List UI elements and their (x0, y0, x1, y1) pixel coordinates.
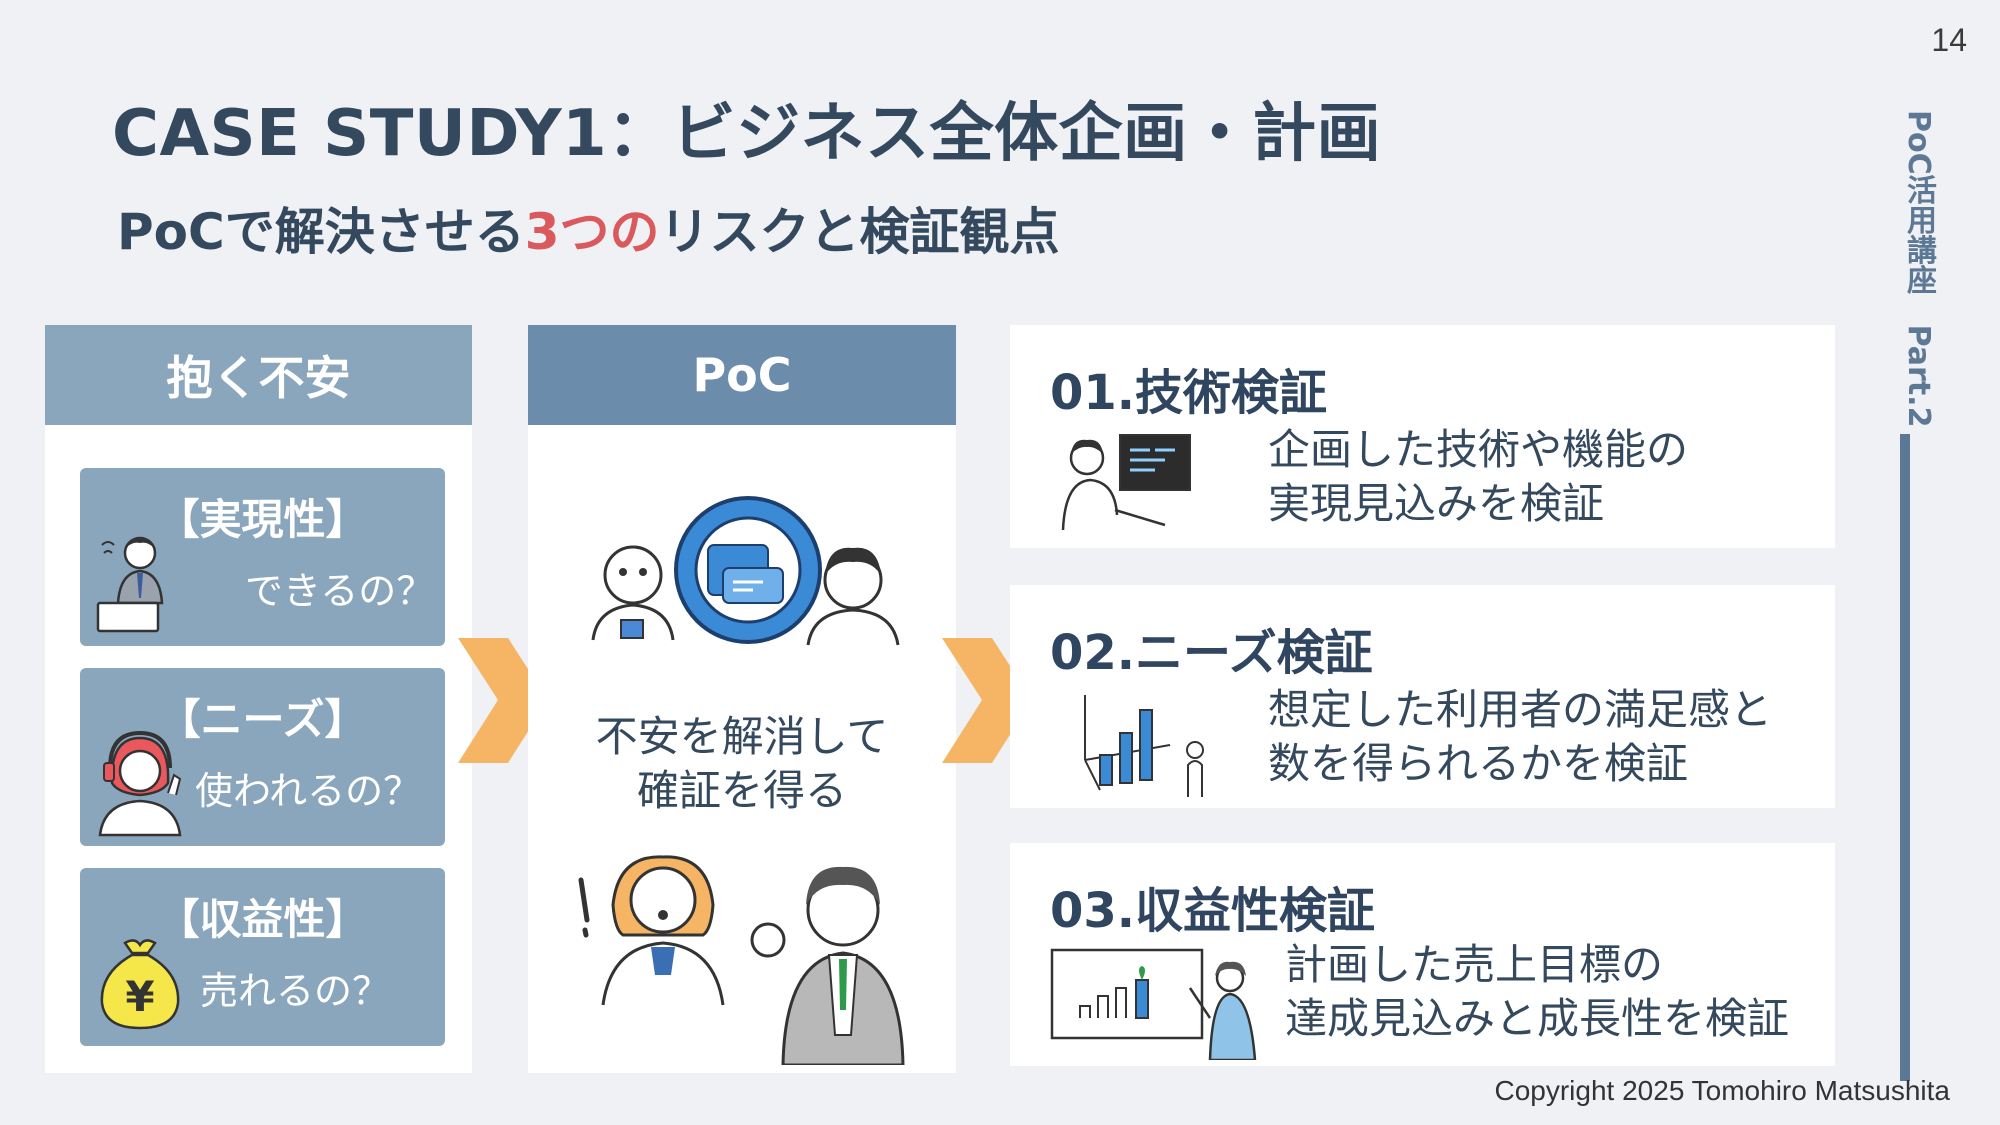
worried-person-laptop-icon (96, 536, 164, 633)
risk-card-profitability: 【収益性】 売れるの？ ¥ (80, 868, 445, 1046)
businessman-fist-icon (750, 866, 905, 1065)
verification-card-needs: 02.ニーズ検証 想定した利用者の満足感と 数を得られるかを検証 (1010, 585, 1835, 808)
poc-panel: PoC 不安を解消して 確証を得る (528, 325, 956, 1073)
risk-question: 使われるの？ (195, 769, 422, 813)
risk-title: 【収益性】 (157, 895, 368, 944)
verification-desc-line1: 想定した利用者の満足感と (1268, 685, 1773, 734)
chevron-right-icon (458, 638, 548, 763)
anxiety-panel: 抱く不安 【実現性】 できるの？ 【ニーズ】 使われるの？ 【収益性】 売れるの… (45, 325, 472, 1073)
risk-question: 売れるの？ (200, 969, 391, 1013)
risk-card-feasibility: 【実現性】 できるの？ (80, 468, 445, 646)
verification-card-tech: 01.技術検証 企画した技術や機能の 実現見込みを検証 (1010, 325, 1835, 548)
risk-card-needs: 【ニーズ】 使われるの？ (80, 668, 445, 846)
verification-card-profitability: 03.収益性検証 計画した売上目標の 達成見込みと成長性を検証 (1010, 843, 1835, 1066)
verification-desc-line2: 実現見込みを検証 (1268, 479, 1605, 528)
verification-desc-line1: 企画した技術や機能の (1268, 425, 1689, 474)
poc-header: PoC (528, 325, 956, 425)
verification-desc-line2: 数を得られるかを検証 (1268, 739, 1689, 788)
poc-people-illustration (578, 855, 905, 1065)
verification-title: 03.収益性検証 (1050, 883, 1376, 939)
svg-text:¥: ¥ (125, 972, 154, 1021)
copyright-footer: Copyright 2025 Tomohiro Matsushita (1494, 1075, 1950, 1106)
poc-message: 不安を解消して 確証を得る (528, 710, 956, 818)
slide-title: CASE STUDY1：ビジネス全体企画・計画 (112, 97, 1382, 171)
poc-message-line2: 確証を得る (636, 766, 847, 815)
engineer-computer-icon (1061, 434, 1191, 531)
verification-title: 02.ニーズ検証 (1050, 625, 1373, 681)
poc-illustration (591, 496, 900, 646)
poc-message-line1: 不安を解消して (595, 712, 889, 761)
chevron-right-icon (942, 638, 1032, 763)
risk-question: できるの？ (245, 569, 435, 613)
side-divider (1900, 434, 1910, 1081)
robot-icon (591, 545, 675, 641)
person-icon (806, 547, 900, 646)
course-side-label: PoC活用講座 Part.2 (1901, 110, 1936, 428)
subtitle-suffix: リスクと検証観点 (659, 203, 1060, 261)
subtitle-prefix: PoCで解決させる (117, 203, 525, 261)
surprised-woman-icon (578, 855, 725, 1006)
risk-title: 【実現性】 (157, 495, 368, 544)
magnifier-icon (674, 496, 822, 644)
verification-title: 01.技術検証 (1050, 365, 1328, 421)
page-number: 14 (1931, 22, 1967, 58)
bar-chart-person-icon (1084, 695, 1204, 797)
headset-woman-icon (98, 730, 182, 837)
risk-title: 【ニーズ】 (158, 695, 367, 744)
verification-desc-line2: 達成見込みと成長性を検証 (1285, 994, 1790, 1043)
subtitle-highlight: 3つの (524, 203, 660, 261)
anxiety-header: 抱く不安 (45, 325, 472, 425)
yen-money-bag-icon: ¥ (100, 939, 180, 1030)
slide-subtitle: PoCで解決させる3つのリスクと検証観点 (117, 192, 1060, 264)
growth-chart-presenter-icon (1050, 948, 1257, 1060)
verification-desc-line1: 計画した売上目標の (1285, 940, 1664, 989)
